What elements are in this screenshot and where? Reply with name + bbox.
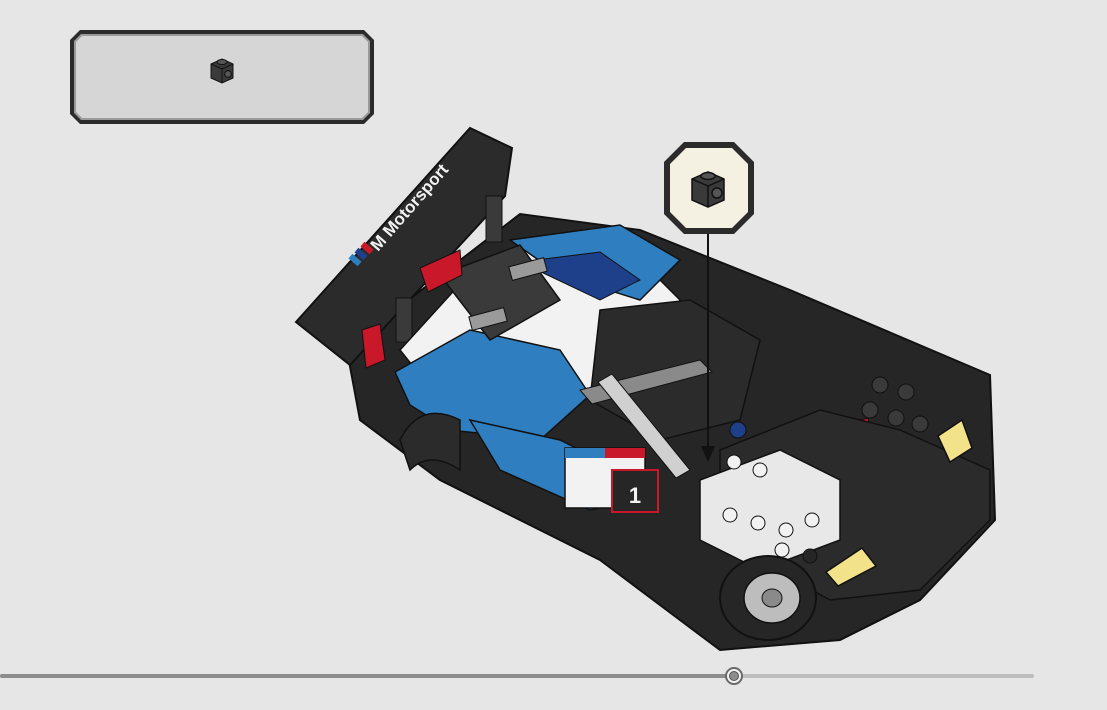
callout-part-brick-1x1-stud-side-icon bbox=[692, 172, 724, 207]
car-model: M Motorsport 1 bbox=[296, 128, 995, 650]
callout-bubble bbox=[664, 142, 754, 234]
door-stripe-blue bbox=[565, 448, 605, 458]
door-number: 1 bbox=[629, 483, 641, 508]
progress-played bbox=[0, 674, 734, 678]
wing-support-right bbox=[396, 298, 412, 342]
door-stripe-red bbox=[605, 448, 645, 458]
progress-track-graphic bbox=[0, 672, 1034, 680]
step-progress-bar[interactable] bbox=[0, 672, 1034, 680]
wing-support-left bbox=[486, 196, 502, 242]
blue-round-plate bbox=[730, 422, 746, 438]
front-wheel-hub bbox=[762, 589, 782, 607]
